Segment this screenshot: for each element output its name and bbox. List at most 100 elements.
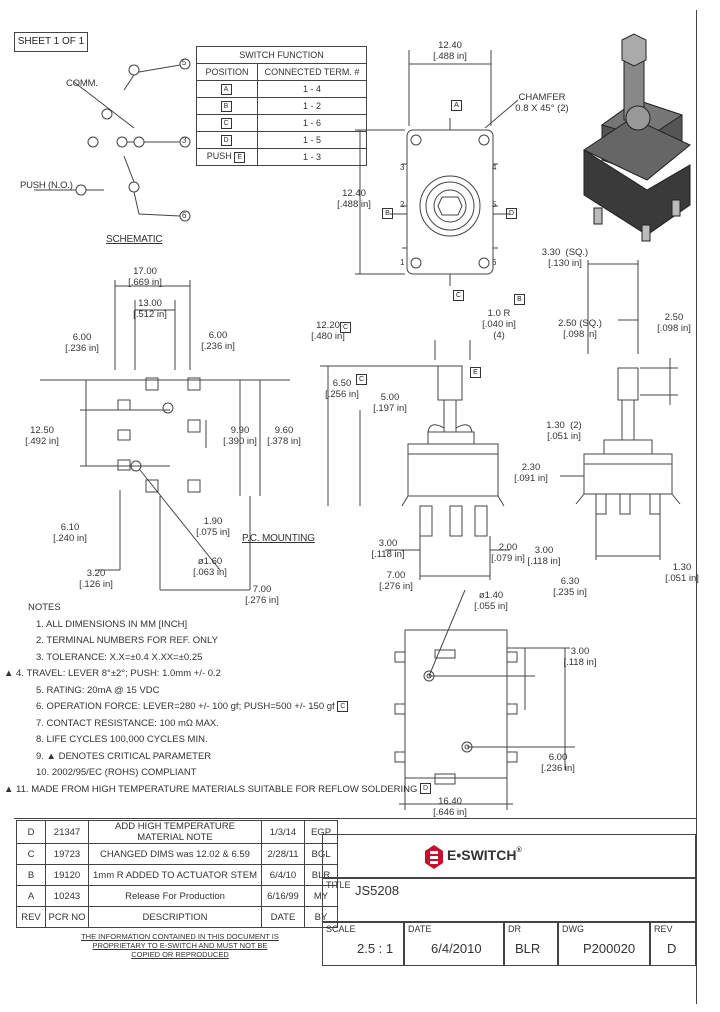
schematic-diagram [34, 58, 191, 222]
pc-dim-1250: 12.50[.492 in] [25, 425, 59, 447]
table-row: B 1 - 2 [196, 97, 367, 115]
critical-mark-c3: C [337, 700, 349, 712]
right-dim-250sq: 2.50 (SQ.)[.098 in] [558, 318, 602, 340]
pin-6: 6 [492, 258, 497, 267]
note-item: 6. OPERATION FORCE: LEVER=280 +/- 100 gf… [28, 699, 433, 716]
pc-dim-700: 7.00[.276 in] [245, 584, 279, 606]
drawing-number: P200020 [583, 941, 636, 956]
pin-2: 2 [400, 200, 405, 209]
pc-mounting-drawing [40, 280, 290, 591]
side-dim-700: 7.00[.276 in] [379, 570, 413, 592]
note-item: 8. LIFE CYCLES 100,000 CYCLES MIN. [36, 734, 208, 745]
right-dim-330: 3.30 (SQ.)[.130 in] [541, 247, 589, 269]
pc-dim-160: ø1.60[.063 in] [193, 556, 227, 578]
top-view-drawing [355, 50, 519, 286]
note-item: ▲ 11. MADE FROM HIGH TEMPERATURE MATERIA… [4, 782, 433, 799]
scale-value: 2.5 : 1 [357, 941, 394, 956]
pc-dim-960: 9.60[.378 in] [267, 425, 301, 447]
pin-4: 4 [492, 163, 497, 172]
side-dim-500: 5.00[.197 in] [373, 392, 407, 414]
switch-table-header-position: POSITION [196, 63, 258, 81]
brand-cell: E•SWITCH® [322, 834, 696, 878]
pc-dim-190: 1.90[.075 in] [196, 516, 230, 538]
side-view-drawing [320, 340, 510, 580]
drawing-number-cell: DWG P200020 [558, 922, 650, 966]
position-marker: A [220, 83, 232, 95]
note-item: 9. ▲ DENOTES CRITICAL PARAMETER [36, 750, 212, 762]
pc-dim-600-left: 6.00[.236 in] [65, 332, 99, 354]
critical-triangle-icon: ▲ [4, 783, 14, 795]
position-marker: D [220, 134, 232, 146]
revision-value: D [667, 941, 677, 956]
position-marker: B [220, 100, 232, 112]
product-3d-render [582, 33, 691, 242]
eswitch-logo-icon [425, 845, 443, 869]
bottom-dim-hole: ø1.40[.055 in] [474, 590, 508, 612]
title-cell: TITLE JS5208 [322, 878, 696, 922]
critical-mark-b: B [514, 294, 525, 305]
drawn-by-cell: DR BLR [504, 922, 558, 966]
brand-name: E•SWITCH® [447, 847, 522, 863]
schematic-terminal-3: 3 [182, 136, 187, 145]
pc-dim-990: 9.90[.390 in] [223, 425, 257, 447]
part-number: JS5208 [355, 883, 400, 898]
connected-term: 1 - 3 [257, 148, 367, 166]
marker-e: E [470, 367, 481, 378]
pc-dim-1700: 17.00[.669 in] [128, 266, 162, 288]
schematic-terminal-6: 6 [182, 211, 187, 220]
table-row: PUSH E 1 - 3 [196, 148, 367, 166]
note-item: 1. ALL DIMENSIONS IN MM [INCH] [36, 618, 188, 630]
side-dim-650: 6.50[.256 in] [325, 378, 359, 400]
marker-a: A [451, 100, 462, 111]
date-label: DATE [408, 924, 432, 934]
note-item: 10. 2002/95/EC (ROHS) COMPLIANT [36, 767, 197, 778]
table-row: C 1 - 6 [196, 114, 367, 132]
marker-d: D [506, 208, 517, 219]
revision-cell: REV D [650, 922, 696, 966]
schematic-comm-label: COMM. [66, 78, 98, 89]
date-cell: DATE 6/4/2010 [404, 922, 504, 966]
dr-label: DR [508, 924, 521, 934]
note-item: ▲ 4. TRAVEL: LEVER 8°±2°; PUSH: 1.0mm +/… [4, 668, 221, 679]
pc-dim-610: 6.10[.240 in] [53, 522, 87, 544]
switch-function-table: SWITCH FUNCTION POSITION CONNECTED TERM.… [196, 46, 367, 166]
marker-c: C [453, 290, 464, 301]
pin-5: 5 [492, 200, 497, 209]
critical-mark-c2: C [356, 374, 367, 385]
side-dim-300: 3.00[.118 in] [371, 538, 405, 560]
pc-dim-1300: 13.00[.512 in] [133, 298, 167, 320]
title-label: TITLE [326, 880, 351, 890]
right-dim-630: 6.30[.235 in] [553, 576, 587, 598]
position-marker: E [234, 151, 246, 163]
critical-triangle-icon: ▲ [4, 668, 14, 679]
table-row: D 1 - 5 [196, 131, 367, 149]
scale-label: SCALE [326, 924, 356, 934]
side-dim-1220: 12.20[.480 in] [311, 320, 345, 342]
note-item: 5. RATING: 20mA @ 15 VDC [36, 684, 160, 696]
note-item: 7. CONTACT RESISTANCE: 100 mΩ MAX. [36, 717, 219, 729]
right-dim-230: 2.30[.091 in] [514, 462, 548, 484]
bottom-view-drawing [394, 590, 575, 810]
table-row: A 1 - 4 [196, 80, 367, 98]
schematic-push-label: PUSH (N.O.) [20, 180, 73, 191]
top-view-width-dim: 12.40[.488 in] [433, 40, 467, 62]
right-dim-250: 2.50[.098 in] [657, 312, 691, 334]
bottom-dim-600: 6.00[.236 in] [541, 752, 575, 774]
note-item: 3. TOLERANCE: X.X=±0.4 X.XX=±0.25 [36, 651, 203, 663]
right-dim-130b: 1.30[.051 in] [665, 562, 699, 584]
position-marker: C [220, 117, 232, 129]
position-prefix: PUSH [206, 151, 232, 162]
scale-cell: SCALE 2.5 : 1 [322, 922, 404, 966]
date-value: 6/4/2010 [431, 941, 482, 956]
right-dim-300: 3.00[.118 in] [527, 545, 561, 567]
pc-mounting-title: P.C. MOUNTING [242, 533, 315, 544]
sheet-label: SHEET 1 OF 1 [14, 32, 88, 52]
proprietary-notice: THE INFORMATION CONTAINED IN THIS DOCUME… [81, 932, 279, 959]
